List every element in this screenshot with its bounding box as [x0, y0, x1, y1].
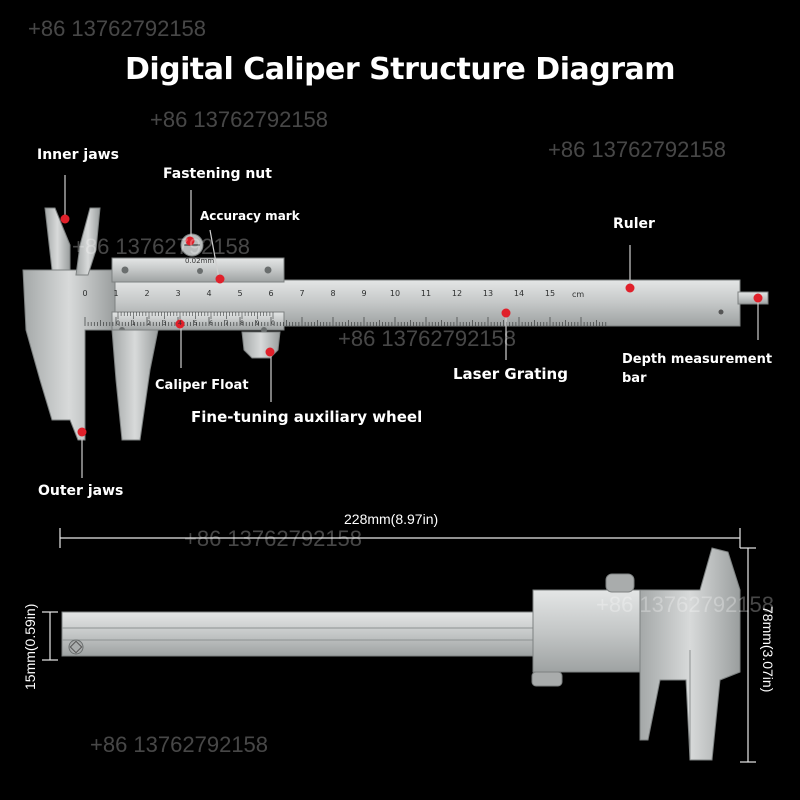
label-depth-bar-line1: Depth measurement: [622, 352, 773, 367]
main-scale-label: 10: [389, 289, 401, 298]
main-scale-label: 15: [544, 289, 556, 298]
inner-jaw-fixed: [44, 207, 71, 271]
vernier-scale-label: 7: [224, 320, 229, 327]
vernier-scale-label: 0: [271, 320, 275, 327]
label-caliper-float: Caliper Float: [155, 378, 249, 393]
label-fine-tuning-wheel: Fine-tuning auxiliary wheel: [191, 408, 423, 426]
main-scale-unit: cm: [572, 290, 585, 299]
watermark: +86 13762792158: [28, 16, 207, 41]
main-scale-label: 3: [175, 289, 181, 298]
label-fastening-nut: Fastening nut: [163, 166, 272, 182]
vernier-scale-label: 5: [193, 320, 198, 327]
watermark: +86 13762792158: [338, 326, 517, 351]
main-scale-label: 5: [237, 289, 243, 298]
label-depth-bar: Depth measurement bar: [622, 350, 772, 388]
label-inner-jaws: Inner jaws: [37, 147, 119, 163]
main-scale-label: 7: [299, 289, 305, 298]
label-outer-jaws: Outer jaws: [38, 483, 124, 499]
marker-dots: [60, 214, 763, 437]
dimension-length: 228mm(8.97in): [344, 511, 439, 527]
side-slider: [532, 589, 641, 673]
vernier-scale-label: 3: [162, 320, 167, 327]
dimension-height: 78mm(3.07in): [760, 606, 776, 693]
label-accuracy-mark: Accuracy mark: [200, 209, 300, 223]
inner-jaw-sliding: [75, 207, 101, 276]
watermark: +86 13762792158: [72, 234, 251, 259]
vernier-scale-label: 6: [209, 320, 213, 327]
watermark: +86 13762792158: [90, 732, 269, 757]
main-scale-label: 14: [513, 289, 525, 298]
leader-lines: [64, 175, 759, 478]
watermark: +86 13762792158: [596, 592, 775, 617]
watermark: +86 13762792158: [150, 107, 329, 132]
vernier-scale-label: 4: [178, 320, 182, 327]
vernier-scale-label: 0: [116, 320, 120, 327]
vernier-scale-label: 8: [240, 320, 244, 327]
main-scale-ticks: [84, 317, 607, 326]
main-scale-label: 0: [82, 289, 88, 298]
watermark: +86 13762792158: [548, 137, 727, 162]
vernier-scale-label: 2: [147, 320, 151, 327]
main-scale-label: 2: [144, 289, 150, 298]
page-title: Digital Caliper Structure Diagram: [124, 52, 676, 87]
main-scale-label: 6: [268, 289, 274, 298]
dimension-thickness: 15mm(0.59in): [22, 603, 38, 690]
vernier-precision: 0.02mm: [185, 257, 215, 265]
label-depth-bar-line2: bar: [622, 371, 647, 386]
fine-tuning-wheel-shape: [241, 331, 281, 359]
main-scale-label: 8: [330, 289, 336, 298]
watermark: +86 13762792158: [184, 526, 363, 551]
sliding-outer-jaw: [111, 329, 159, 441]
label-laser-grating: Laser Grating: [453, 365, 568, 383]
depth-measurement-bar-shape: [737, 291, 769, 305]
caliper-side-view: [61, 547, 741, 761]
side-beam: [61, 611, 538, 657]
main-scale-label: 12: [451, 289, 463, 298]
label-ruler: Ruler: [613, 216, 655, 232]
dimension-lines: [42, 528, 756, 763]
vernier-scale-label: 9: [255, 320, 260, 327]
vernier-scale-label: 1: [131, 320, 136, 327]
fixed-jaw: [22, 269, 116, 441]
main-scale-label: 11: [420, 289, 432, 298]
main-scale-label: 1: [113, 289, 119, 298]
main-scale-label: 4: [206, 289, 212, 298]
vernier-plate: [111, 311, 285, 331]
main-scale-label: 13: [482, 289, 494, 298]
vernier-scale-ticks: [117, 312, 274, 319]
main-scale-label: 9: [361, 289, 367, 298]
